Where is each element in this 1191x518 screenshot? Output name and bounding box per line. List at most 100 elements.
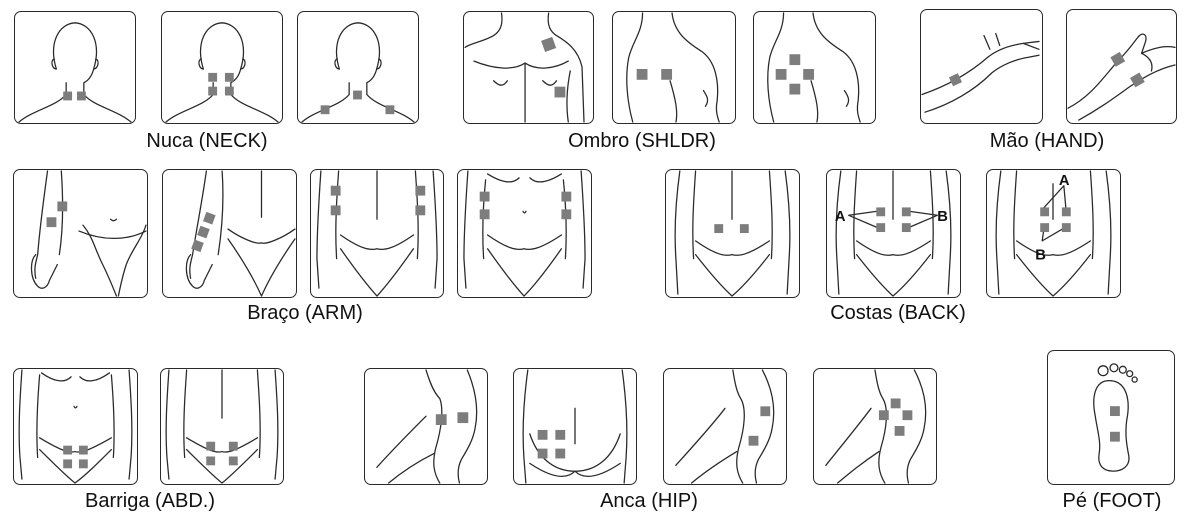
electrode-pad: [895, 426, 905, 436]
electrode-pad: [225, 87, 234, 96]
electrode-pad: [47, 217, 57, 227]
hip-panel-3: [663, 368, 787, 485]
caption-back: Costas (BACK): [830, 302, 966, 325]
neck-panel-3: [297, 11, 419, 124]
electrode-pad: [879, 410, 889, 420]
electrode-pad: [63, 446, 72, 455]
point-label-a: A: [1059, 173, 1070, 189]
arm-panel-2: [162, 169, 297, 298]
electrode-pad: [436, 414, 447, 425]
electrode-pad: [480, 209, 490, 219]
caption-arm: Braço (ARM): [247, 302, 363, 325]
electrode-pad: [789, 54, 800, 65]
electrode-pad: [386, 105, 395, 114]
electrode-pad: [206, 456, 215, 465]
electrode-pad: [63, 92, 72, 101]
arm-panel-4: [457, 169, 592, 298]
electrode-pad: [541, 37, 556, 52]
electrode-pad: [637, 69, 648, 80]
electrode-pad: [79, 459, 88, 468]
electrode-pad: [902, 207, 911, 216]
arm-panel-3: [310, 169, 444, 298]
electrode-pad: [538, 430, 548, 440]
electrode-pad: [229, 456, 238, 465]
electrode-pad: [331, 186, 341, 196]
electrode-pad: [415, 205, 425, 215]
toe: [1098, 366, 1108, 376]
electrode-pad: [1040, 223, 1049, 232]
caption-hip: Anca (HIP): [600, 490, 698, 513]
shoulder-panel-2: [612, 11, 736, 124]
electrode-pad: [208, 73, 217, 82]
electrode-pad: [208, 87, 217, 96]
electrode-pad: [903, 410, 913, 420]
electrode-pad: [902, 223, 911, 232]
arm-panel-1: [13, 169, 148, 298]
caption-hand: Mão (HAND): [990, 130, 1104, 153]
electrode-pad: [714, 224, 723, 233]
electrode-pad: [661, 69, 672, 80]
electrode-pad: [225, 73, 234, 82]
electrode-pad: [776, 69, 787, 80]
electrode-pad: [79, 446, 88, 455]
electrode-pad: [949, 73, 962, 86]
toe: [1110, 364, 1118, 372]
electrode-pad: [480, 192, 490, 202]
toe: [1132, 377, 1137, 382]
electrode-pad: [561, 209, 571, 219]
electrode-pad: [321, 105, 330, 114]
electrode-pad: [876, 223, 885, 232]
hand-panel-1: [920, 9, 1043, 124]
shoulder-panel-1: [463, 11, 594, 124]
electrode-pad: [331, 205, 341, 215]
caption-foot: Pé (FOOT): [1063, 490, 1162, 513]
electrode-pad: [77, 92, 86, 101]
foot-panel: [1047, 350, 1175, 485]
electrode-pad: [538, 449, 548, 459]
electrode-pad: [1110, 52, 1125, 67]
abdomen-panel-2: [160, 368, 284, 485]
point-label-b: B: [1035, 248, 1046, 264]
electrode-pad: [760, 406, 770, 416]
electrode-pad: [197, 226, 210, 239]
toe: [1119, 366, 1126, 373]
electrode-pad: [229, 442, 238, 451]
electrode-pad: [555, 449, 565, 459]
electrode-pad: [740, 224, 749, 233]
electrode-pad: [876, 207, 885, 216]
electrode-pad: [555, 430, 565, 440]
electrode-pad: [415, 186, 425, 196]
electrode-pad: [561, 192, 571, 202]
electrode-pad: [803, 69, 814, 80]
electrode-pad: [457, 412, 468, 423]
point-label-a: A: [835, 209, 846, 225]
toe: [1127, 371, 1133, 377]
electrode-pad: [1040, 207, 1049, 216]
electrode-pad: [1062, 207, 1071, 216]
electrode-pad: [891, 398, 901, 408]
point-label-b: B: [937, 209, 948, 225]
electrode-pad: [555, 87, 566, 98]
caption-shoulder: Ombro (SHLDR): [568, 130, 716, 153]
abdomen-panel-1: [13, 368, 138, 485]
electrode-pad: [749, 436, 759, 446]
shoulder-panel-3: [753, 11, 876, 124]
neck-panel-1: [14, 11, 136, 124]
back-panel-2: A B: [826, 169, 961, 298]
back-panel-3: A B: [986, 169, 1121, 298]
electrode-pad: [1110, 432, 1120, 442]
caption-neck: Nuca (NECK): [146, 130, 267, 153]
back-panel-1: [665, 169, 800, 298]
hand-panel-2: [1066, 9, 1177, 124]
hip-panel-1: [364, 368, 488, 485]
hip-panel-2: [513, 368, 637, 485]
electrode-pad: [1110, 406, 1120, 416]
electrode-pad: [1062, 223, 1071, 232]
electrode-pad: [57, 202, 67, 212]
hip-panel-4: [813, 368, 937, 485]
electrode-pad: [206, 442, 215, 451]
caption-abdomen: Barriga (ABD.): [85, 490, 215, 513]
neck-panel-2: [161, 11, 283, 124]
electrode-pad: [353, 91, 362, 100]
electrode-pad: [63, 459, 72, 468]
